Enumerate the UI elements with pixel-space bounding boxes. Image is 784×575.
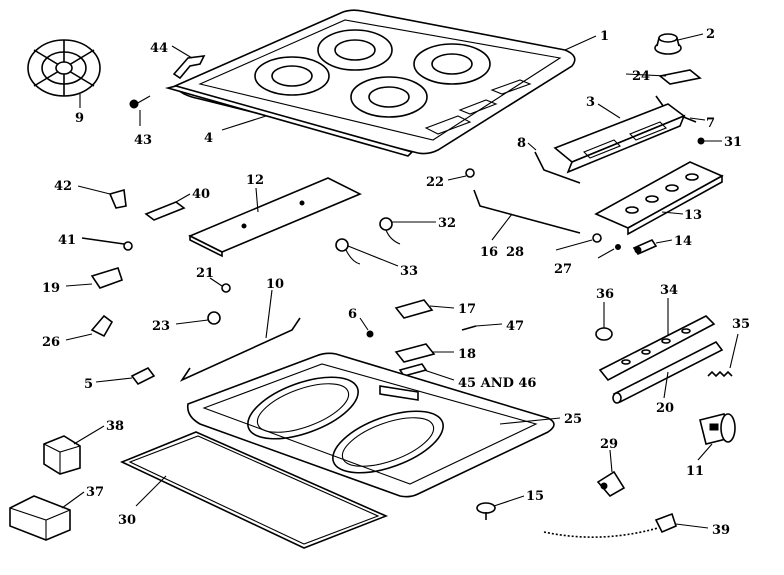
label-2: 2 (706, 27, 715, 42)
label-9: 9 (75, 111, 84, 126)
label-40: 40 (192, 187, 210, 202)
label-25: 25 (564, 412, 582, 427)
label-41: 41 (58, 233, 76, 248)
label-17: 17 (458, 302, 476, 317)
screw-part-31 (697, 137, 705, 145)
clip-part-5 (130, 366, 156, 386)
power-cord-part-39 (543, 512, 677, 538)
label-10: 10 (266, 277, 284, 292)
label-42: 42 (54, 179, 72, 194)
label-45-46: 45 AND 46 (458, 376, 536, 391)
label-24: 24 (632, 69, 650, 84)
ignitor-module-part-11 (699, 413, 736, 445)
label-19: 19 (42, 281, 60, 296)
fitting-part-14 (632, 238, 658, 256)
cooktop-main-top (173, 9, 576, 155)
burner-grate-part-9 (27, 39, 101, 97)
rod-part-8 (534, 151, 581, 184)
label-35: 35 (732, 317, 750, 332)
label-32: 32 (438, 216, 456, 231)
bracket-part-17 (394, 299, 434, 319)
trim-strip-part-4 (164, 85, 414, 157)
bracket-part-42 (108, 188, 127, 209)
label-28: 28 (506, 245, 524, 260)
burner-box-part-25 (186, 352, 555, 498)
valve-part-33 (335, 238, 361, 265)
screw-part-41 (81, 237, 133, 251)
label-39: 39 (712, 523, 730, 538)
label-27: 27 (554, 262, 572, 277)
burner-bar-part-34 (598, 315, 716, 382)
manifold-bracket-part-12 (188, 177, 362, 258)
label-23: 23 (152, 319, 170, 334)
nut-part-27 (615, 244, 621, 250)
orifice-part-26 (90, 314, 114, 338)
nut-part-22 (465, 168, 475, 178)
label-8: 8 (517, 136, 526, 151)
clip-part-19 (90, 267, 124, 289)
label-20: 20 (656, 401, 674, 416)
drip-tray-part-30 (120, 431, 389, 549)
label-6: 6 (348, 307, 357, 322)
label-29: 29 (600, 437, 618, 452)
knob-part (654, 33, 682, 55)
bracket-part-18 (394, 343, 436, 363)
label-38: 38 (106, 419, 124, 434)
screw-part-6 (366, 330, 374, 338)
nut-part-23 (207, 311, 221, 325)
label-26: 26 (42, 335, 60, 350)
control-panel-part-3 (553, 103, 686, 174)
label-3: 3 (586, 95, 595, 110)
label-5: 5 (84, 377, 93, 392)
screw-part-47 (461, 325, 477, 331)
label-22: 22 (426, 175, 444, 190)
label-11: 11 (686, 464, 704, 479)
rod-part-10 (179, 317, 301, 382)
label-18: 18 (458, 347, 476, 362)
label-30: 30 (118, 513, 136, 528)
label-7: 7 (706, 116, 715, 131)
label-12: 12 (246, 173, 264, 188)
bracket-part-44 (172, 55, 206, 80)
label-36: 36 (596, 287, 614, 302)
label-44: 44 (150, 41, 168, 56)
nut-part-21 (221, 283, 231, 293)
valve-part-32 (379, 217, 401, 245)
label-13: 13 (684, 208, 702, 223)
foot-part-15 (476, 502, 496, 520)
clip-part-40 (144, 201, 186, 221)
screw-part-43 (129, 99, 139, 109)
burner-plate-part-13 (594, 161, 724, 236)
label-47: 47 (506, 319, 524, 334)
label-37: 37 (86, 485, 104, 500)
nut-part-28 (592, 233, 602, 243)
label-34: 34 (660, 283, 678, 298)
label-21: 21 (196, 266, 214, 281)
label-15: 15 (526, 489, 544, 504)
valve-part-29 (596, 470, 626, 498)
label-4: 4 (204, 131, 213, 146)
label-14: 14 (674, 234, 692, 249)
bracket-part-38 (43, 435, 81, 475)
label-1: 1 (600, 29, 609, 44)
label-43: 43 (134, 133, 152, 148)
label-33: 33 (400, 264, 418, 279)
nut-part-36 (595, 327, 613, 341)
label-16: 16 (480, 245, 498, 260)
spring-part-35 (707, 370, 733, 378)
rod-part-16 (473, 189, 581, 234)
bracket-part-37 (9, 495, 71, 541)
plate-part (658, 69, 702, 85)
label-31: 31 (724, 135, 742, 150)
